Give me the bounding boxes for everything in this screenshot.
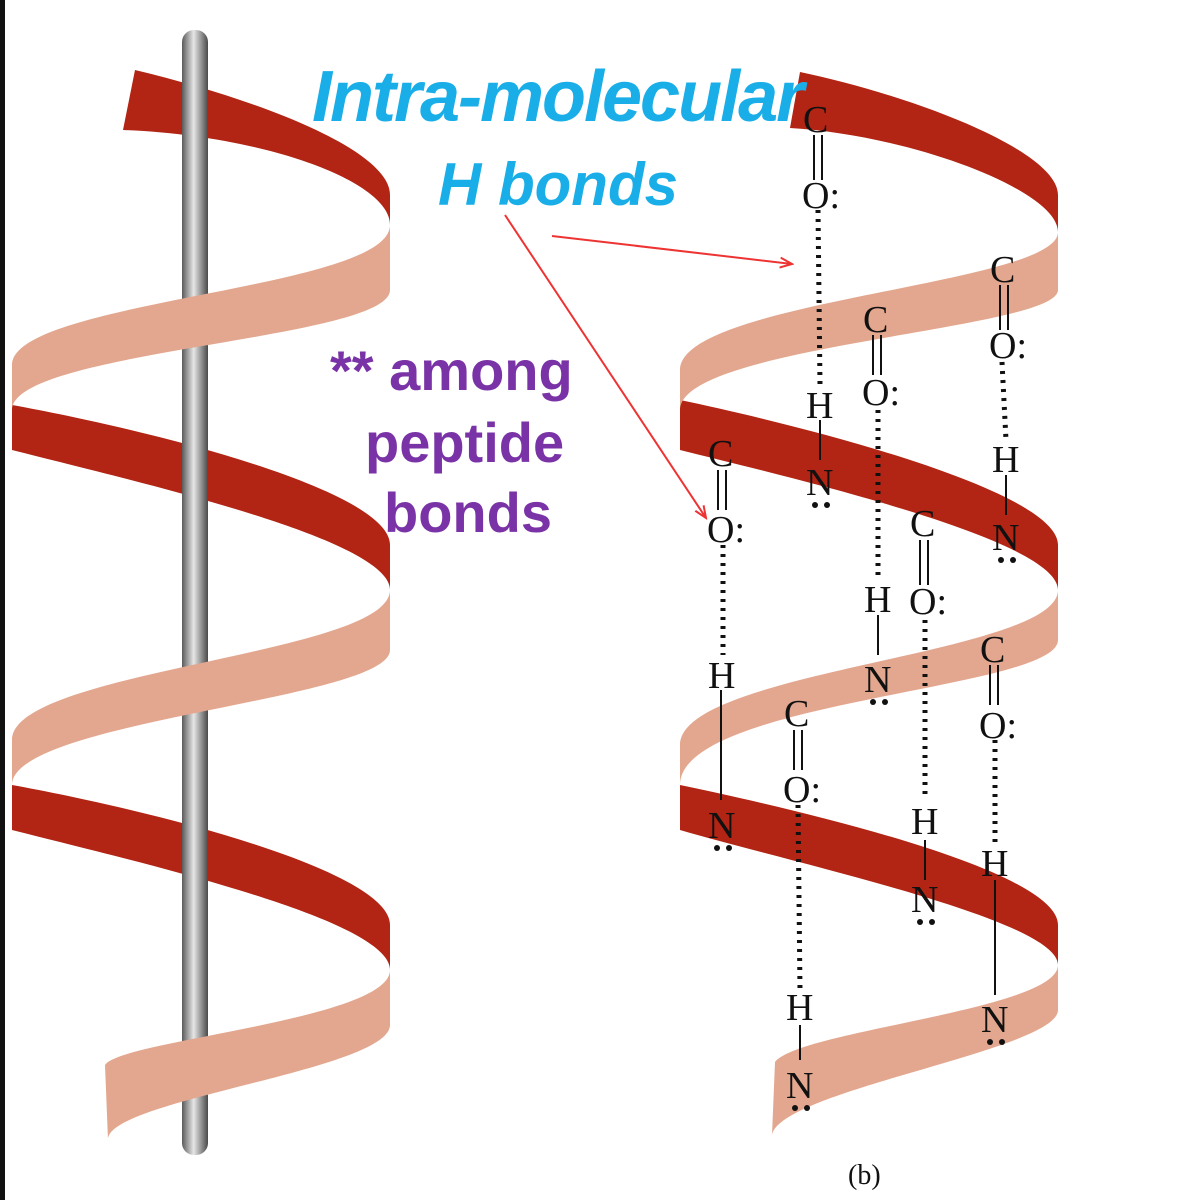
- helix-a: [12, 30, 390, 1155]
- atom-h: H: [708, 655, 735, 697]
- left-border: [0, 0, 5, 1200]
- ribbon-b-back-2: [680, 400, 1058, 590]
- atom-n: N: [806, 462, 833, 504]
- atom-o: O:: [979, 705, 1017, 747]
- atom-c: C: [708, 433, 733, 475]
- note-line-1: ** among: [330, 339, 573, 402]
- atom-n: N: [911, 879, 938, 921]
- covalent-bonds: [717, 135, 1009, 1060]
- atom-h: H: [981, 843, 1008, 885]
- atom-n: N: [708, 805, 735, 847]
- pointer-arrows: [504, 214, 792, 518]
- note-line-3: bonds: [384, 481, 552, 544]
- ribbon-a-front-2: [12, 545, 390, 785]
- atom-n: N: [864, 659, 891, 701]
- ribbon-b-front-1: [680, 195, 1058, 410]
- atom-c: C: [784, 693, 809, 735]
- arrow-to-lower-bond: [504, 214, 706, 518]
- arrow-to-upper-bond: [551, 235, 792, 264]
- ribbon-b-front-2: [680, 545, 1058, 785]
- atom-h: H: [786, 987, 813, 1029]
- atom-c: C: [980, 629, 1005, 671]
- lone-pairs: [714, 502, 1016, 1111]
- atom-c: C: [803, 99, 828, 141]
- ribbon-b-back-3: [680, 785, 1058, 965]
- atom-n: N: [981, 999, 1008, 1041]
- title-line-1: Intra-molecular: [312, 57, 804, 137]
- atom-h: H: [864, 579, 891, 621]
- atom-c: C: [910, 503, 935, 545]
- atom-o: O:: [989, 325, 1027, 367]
- atom-c: C: [863, 299, 888, 341]
- atom-n: N: [786, 1065, 813, 1107]
- atom-o: O:: [802, 175, 840, 217]
- atom-c: C: [990, 249, 1015, 291]
- atom-o: O:: [707, 509, 745, 551]
- ribbon-a-front-3: [105, 925, 390, 1140]
- atom-h: H: [806, 385, 833, 427]
- ribbon-b-front-3: [772, 925, 1058, 1135]
- ribbon-b-back-1: [790, 72, 1058, 232]
- atom-o: O:: [909, 581, 947, 623]
- atom-h: H: [911, 801, 938, 843]
- title-line-2: H bonds: [438, 151, 678, 218]
- note-line-2: peptide: [365, 411, 565, 474]
- hydrogen-bonds: [720, 209, 1009, 991]
- axis-rod: [182, 30, 208, 1155]
- atom-n: N: [992, 517, 1019, 559]
- atom-o: O:: [783, 769, 821, 811]
- atom-o: O:: [862, 372, 900, 414]
- atom-h: H: [992, 439, 1019, 481]
- helix-b: [680, 72, 1058, 1135]
- ribbon-a-front-1: [12, 195, 390, 410]
- atom-labels: C O: C O: C O: H N H N C O: C O: H N C O…: [707, 99, 1027, 1107]
- panel-label-b: (b): [848, 1160, 881, 1191]
